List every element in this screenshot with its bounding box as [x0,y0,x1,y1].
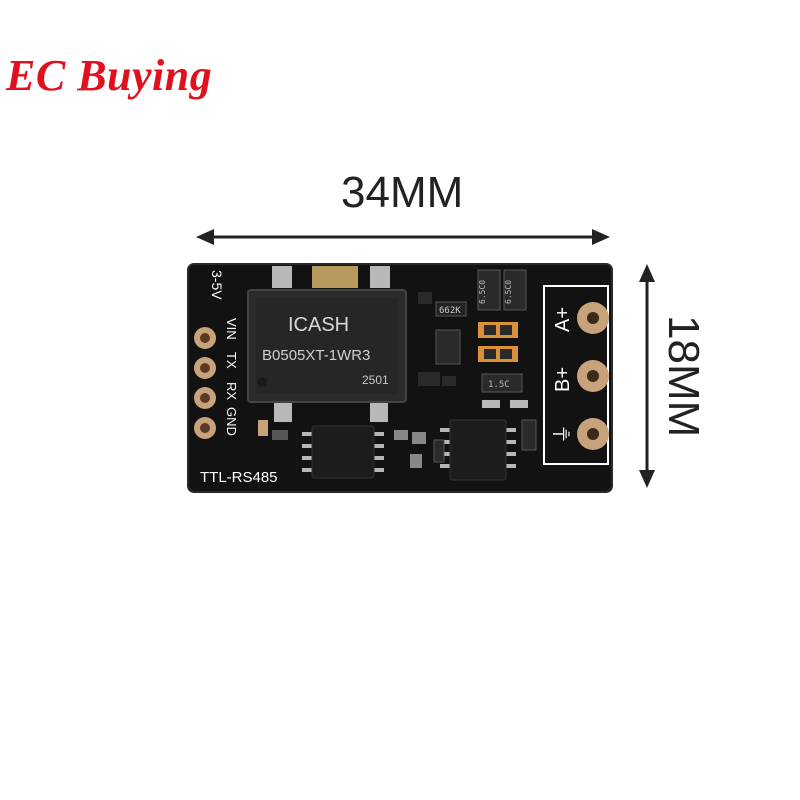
converter-code: 2501 [362,373,389,387]
pin-label-tx: TX [224,352,239,369]
dc-dc-converter: ICASH B0505XT-1WR3 2501 [247,289,407,422]
component-mark: 662K [439,306,461,316]
module-name: TTL-RS485 [200,469,278,486]
right-terminal-pads [577,302,609,450]
height-dimension-arrow [639,264,655,488]
soic-chip-left [302,425,384,479]
passive-components [258,269,537,468]
component-mark: 6.5C0 [504,280,513,304]
voltage-label: 3-5V [209,270,225,300]
left-header-pads [194,327,216,439]
width-dimension-arrow [196,229,610,245]
component-mark: 1.5C [488,380,510,390]
terminal-label-b: B+ [552,367,574,392]
pin-label-rx: RX [224,382,239,400]
terminal-label-ground: ⏚ [552,424,574,444]
width-dimension-label: 34MM [341,168,464,217]
terminal-label-a: A+ [552,307,574,332]
pin-label-vin: VIN [224,318,239,340]
converter-model: B0505XT-1WR3 [262,347,370,364]
component-mark: 6.5C0 [478,280,487,304]
brand-logo: EC Buying [6,51,213,100]
soic-chip-right [440,419,516,481]
gold-trace [312,266,358,288]
pin-label-gnd: GND [224,407,239,436]
converter-brand: ICASH [288,314,349,336]
